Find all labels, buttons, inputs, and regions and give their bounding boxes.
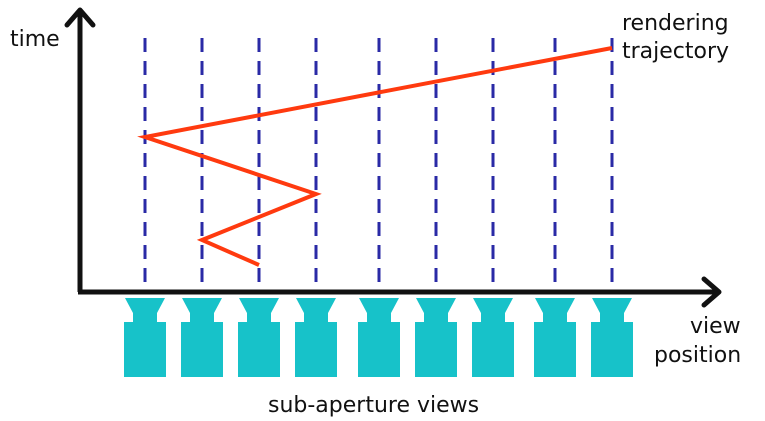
sub-aperture-view-2 bbox=[181, 298, 223, 377]
sub-aperture-views bbox=[124, 298, 633, 377]
sub-aperture-view-8 bbox=[534, 298, 576, 377]
sub-aperture-view-6 bbox=[415, 298, 457, 377]
sub-aperture-views-caption: sub-aperture views bbox=[268, 393, 479, 418]
time-axis-label: time bbox=[10, 27, 60, 52]
rendering-trajectory-line bbox=[137, 46, 613, 267]
view-position-lines bbox=[143, 38, 614, 290]
sub-aperture-view-9 bbox=[591, 298, 633, 377]
view-position-label-line2: position bbox=[654, 343, 741, 368]
trajectory-label-line1: rendering bbox=[622, 11, 729, 36]
sub-aperture-view-4 bbox=[295, 298, 337, 377]
view-position-axis-arrowhead bbox=[701, 276, 722, 308]
axes bbox=[64, 7, 722, 308]
sub-aperture-view-1 bbox=[124, 298, 166, 377]
sub-aperture-view-7 bbox=[472, 298, 514, 377]
view-position-label-line1: view bbox=[690, 314, 741, 339]
sub-aperture-view-3 bbox=[238, 298, 280, 377]
trajectory-label-line2: trajectory bbox=[622, 39, 729, 64]
time-axis-arrowhead bbox=[64, 7, 96, 28]
sub-aperture-view-5 bbox=[358, 298, 400, 377]
